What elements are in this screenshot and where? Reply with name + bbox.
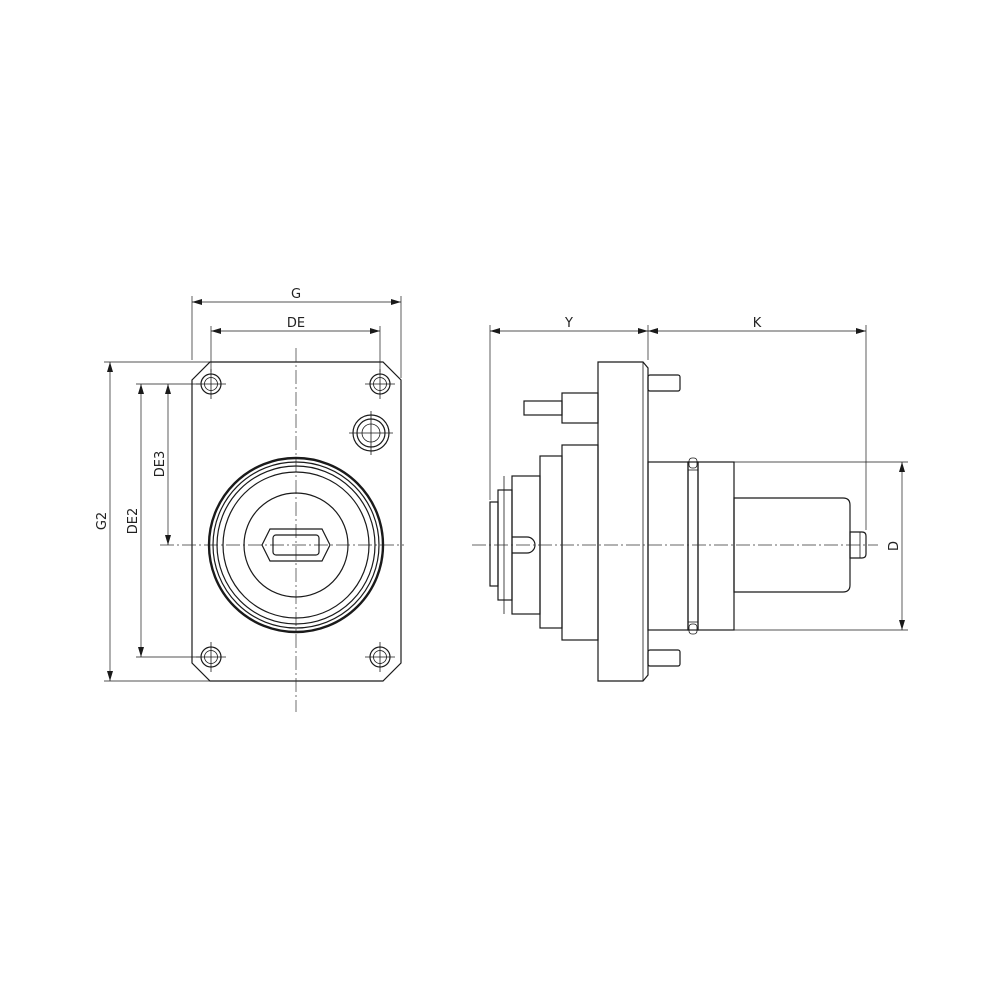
left-hub [489,444,599,641]
bolt-hole-bottom-right [365,642,395,672]
bolt-hole-top-left [196,369,226,399]
spindle-flange [207,456,385,634]
dimension-label-de3: DE3 [153,451,168,478]
dimension-label-de: DE [287,316,305,331]
dimension-label-k: K [753,316,762,331]
dimension-label-g2: G2 [95,512,110,530]
side-dimensions: Y K D [489,316,908,631]
side-view [472,361,878,682]
drive-slot [261,528,331,562]
dimension-label-y: Y [564,316,573,331]
bolt-hole-bottom-left [196,642,226,672]
dimension-label-g: G [291,287,301,302]
cylinder-housing [733,497,851,593]
coolant-port [349,411,393,455]
bottom-stud [647,649,681,667]
pin-upper [523,392,599,424]
front-plate-outline [191,361,402,682]
dimension-label-de2: DE2 [126,508,141,535]
output-shaft [849,531,867,559]
dimension-label-d: D [887,541,902,551]
front-view [160,348,404,712]
front-dimensions: G DE G2 DE2 DE3 [95,287,402,682]
bolt-hole-top-right [365,369,395,399]
right-body [647,457,735,635]
side-flange-plate [597,361,649,682]
top-stud [647,374,681,392]
